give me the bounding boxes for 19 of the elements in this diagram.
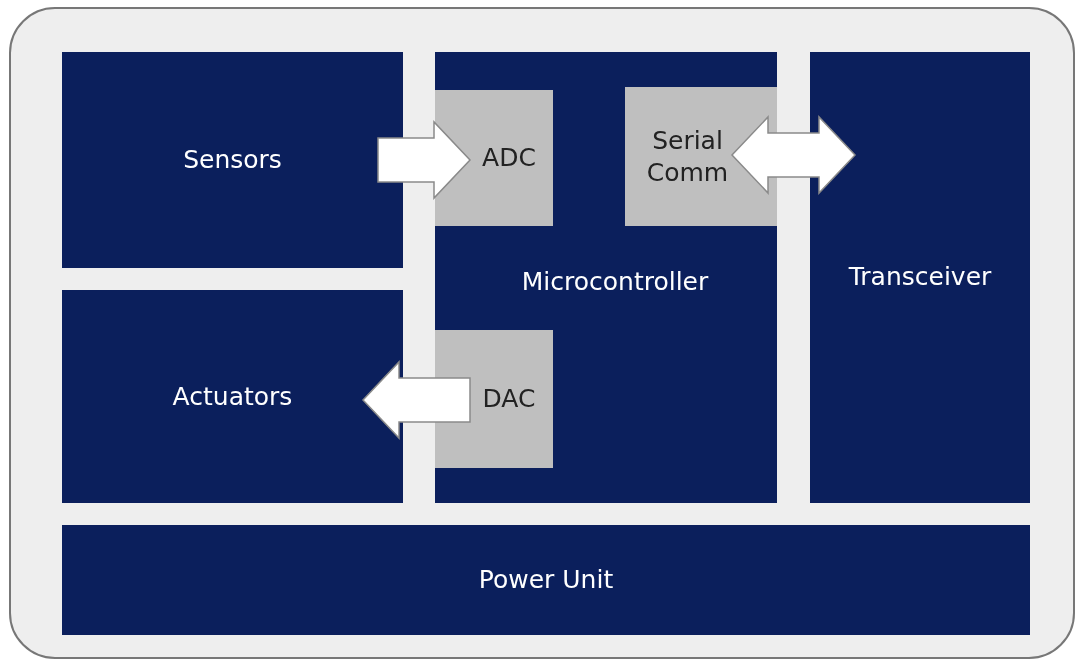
microcontroller-block <box>435 52 777 503</box>
block-label: Actuators <box>172 380 293 413</box>
actuators-block <box>62 290 403 503</box>
block-label: Sensors <box>183 144 282 176</box>
block-label: Power Unit <box>478 564 614 596</box>
block-arrow <box>377 120 472 200</box>
block-label: DAC <box>482 383 536 415</box>
block-label: Serial Comm <box>645 125 730 188</box>
block-label: ADC <box>482 142 536 174</box>
block-arrow <box>730 115 857 195</box>
block-label: Transceiver <box>848 261 992 293</box>
block-label: Microcontroller <box>521 266 709 298</box>
dac-block <box>435 330 553 468</box>
sensors-block <box>62 52 403 268</box>
adc-block <box>435 90 553 226</box>
power-unit-block <box>62 525 1030 635</box>
serial-comm-block <box>625 87 777 226</box>
transceiver-block <box>810 52 1030 503</box>
block-arrow <box>361 360 471 440</box>
